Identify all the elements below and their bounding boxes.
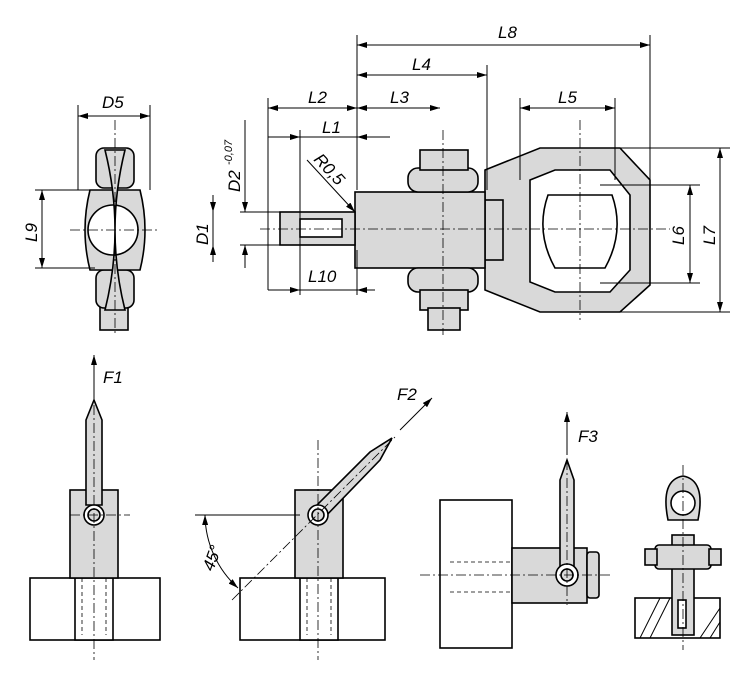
front-view: L8 L4 L2 L3 L5 L1 R0,5 D1 D2 -0,07 L10 L…	[193, 23, 730, 335]
dim-L5: L5	[558, 88, 577, 107]
force-F1: F1	[103, 368, 123, 387]
force-F2: F2	[397, 385, 417, 404]
dim-L2: L2	[308, 88, 327, 107]
dim-L4: L4	[412, 55, 431, 74]
dim-D2: D2	[225, 170, 244, 192]
load-case-vertical: F1	[29, 355, 161, 660]
dim-L6: L6	[669, 226, 688, 245]
dim-L7: L7	[700, 226, 719, 245]
side-view: D5 L9	[22, 93, 160, 335]
load-case-45deg: 45° F2	[195, 385, 433, 660]
dim-L8: L8	[498, 23, 517, 42]
dim-D5: D5	[102, 93, 124, 112]
force-F3: F3	[578, 427, 598, 446]
dim-D2-tolerance: -0,07	[223, 139, 235, 165]
dim-L10: L10	[308, 267, 337, 286]
dim-L9: L9	[22, 223, 41, 242]
load-case-side-mount: F3	[420, 412, 610, 649]
dim-L1: L1	[322, 118, 341, 137]
section-view	[634, 465, 722, 650]
dim-D1: D1	[193, 223, 212, 245]
dim-L3: L3	[390, 88, 409, 107]
